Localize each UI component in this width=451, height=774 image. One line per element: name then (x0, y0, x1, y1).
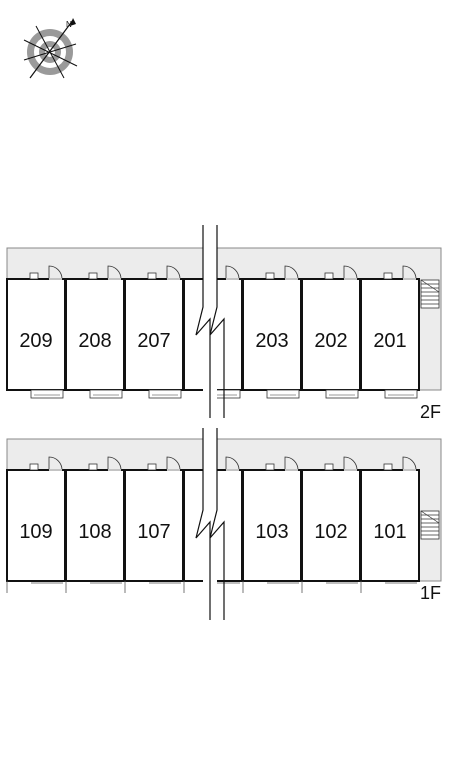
floor-label: 2F (420, 402, 441, 422)
balcony (325, 389, 359, 399)
unit-207: 207 (124, 265, 184, 399)
unit-109: 109 (6, 456, 66, 593)
door-icon (29, 456, 63, 471)
unit-number: 208 (78, 330, 111, 352)
unit-101: 101 (360, 456, 420, 593)
unit-number: 209 (19, 330, 52, 352)
unit-202: 202 (301, 265, 361, 399)
balcony (266, 389, 300, 399)
unit-number: 201 (373, 330, 406, 352)
door-icon (88, 265, 122, 280)
door-icon (265, 265, 299, 280)
door-icon (29, 265, 63, 280)
floor-2f: 209 208 207 203 202 201 2F (6, 247, 442, 422)
floor-1f: 109 108 107 103 102 101 1F (6, 438, 442, 603)
unit-102: 102 (301, 456, 361, 593)
balcony (148, 389, 182, 399)
compass-rose-icon: N (23, 18, 78, 79)
compass-north-label: N (66, 20, 72, 29)
unit-203: 203 (242, 265, 302, 399)
floor-label: 1F (420, 583, 441, 603)
unit-number: 107 (137, 521, 170, 543)
door-icon (88, 456, 122, 471)
stairs-icon (420, 279, 440, 309)
unit-209: 209 (6, 265, 66, 399)
door-icon (324, 456, 358, 471)
unit-number: 203 (255, 330, 288, 352)
unit-number: 207 (137, 330, 170, 352)
unit-number: 202 (314, 330, 347, 352)
unit-103: 103 (242, 456, 302, 593)
door-icon (324, 265, 358, 280)
door-icon (265, 456, 299, 471)
balcony (89, 389, 123, 399)
door-icon (147, 456, 181, 471)
unit-number: 108 (78, 521, 111, 543)
stairs-icon (420, 510, 440, 540)
unit-number: 109 (19, 521, 52, 543)
unit-number: 102 (314, 521, 347, 543)
unit-number: 103 (255, 521, 288, 543)
door-icon (147, 265, 181, 280)
unit-201: 201 (360, 265, 420, 399)
balcony (384, 389, 418, 399)
door-icon (383, 265, 417, 280)
balcony (30, 389, 64, 399)
break-line (195, 225, 225, 620)
unit-number: 101 (373, 521, 406, 543)
door-icon (383, 456, 417, 471)
unit-208: 208 (65, 265, 125, 399)
unit-107: 107 (124, 456, 184, 593)
unit-108: 108 (65, 456, 125, 593)
